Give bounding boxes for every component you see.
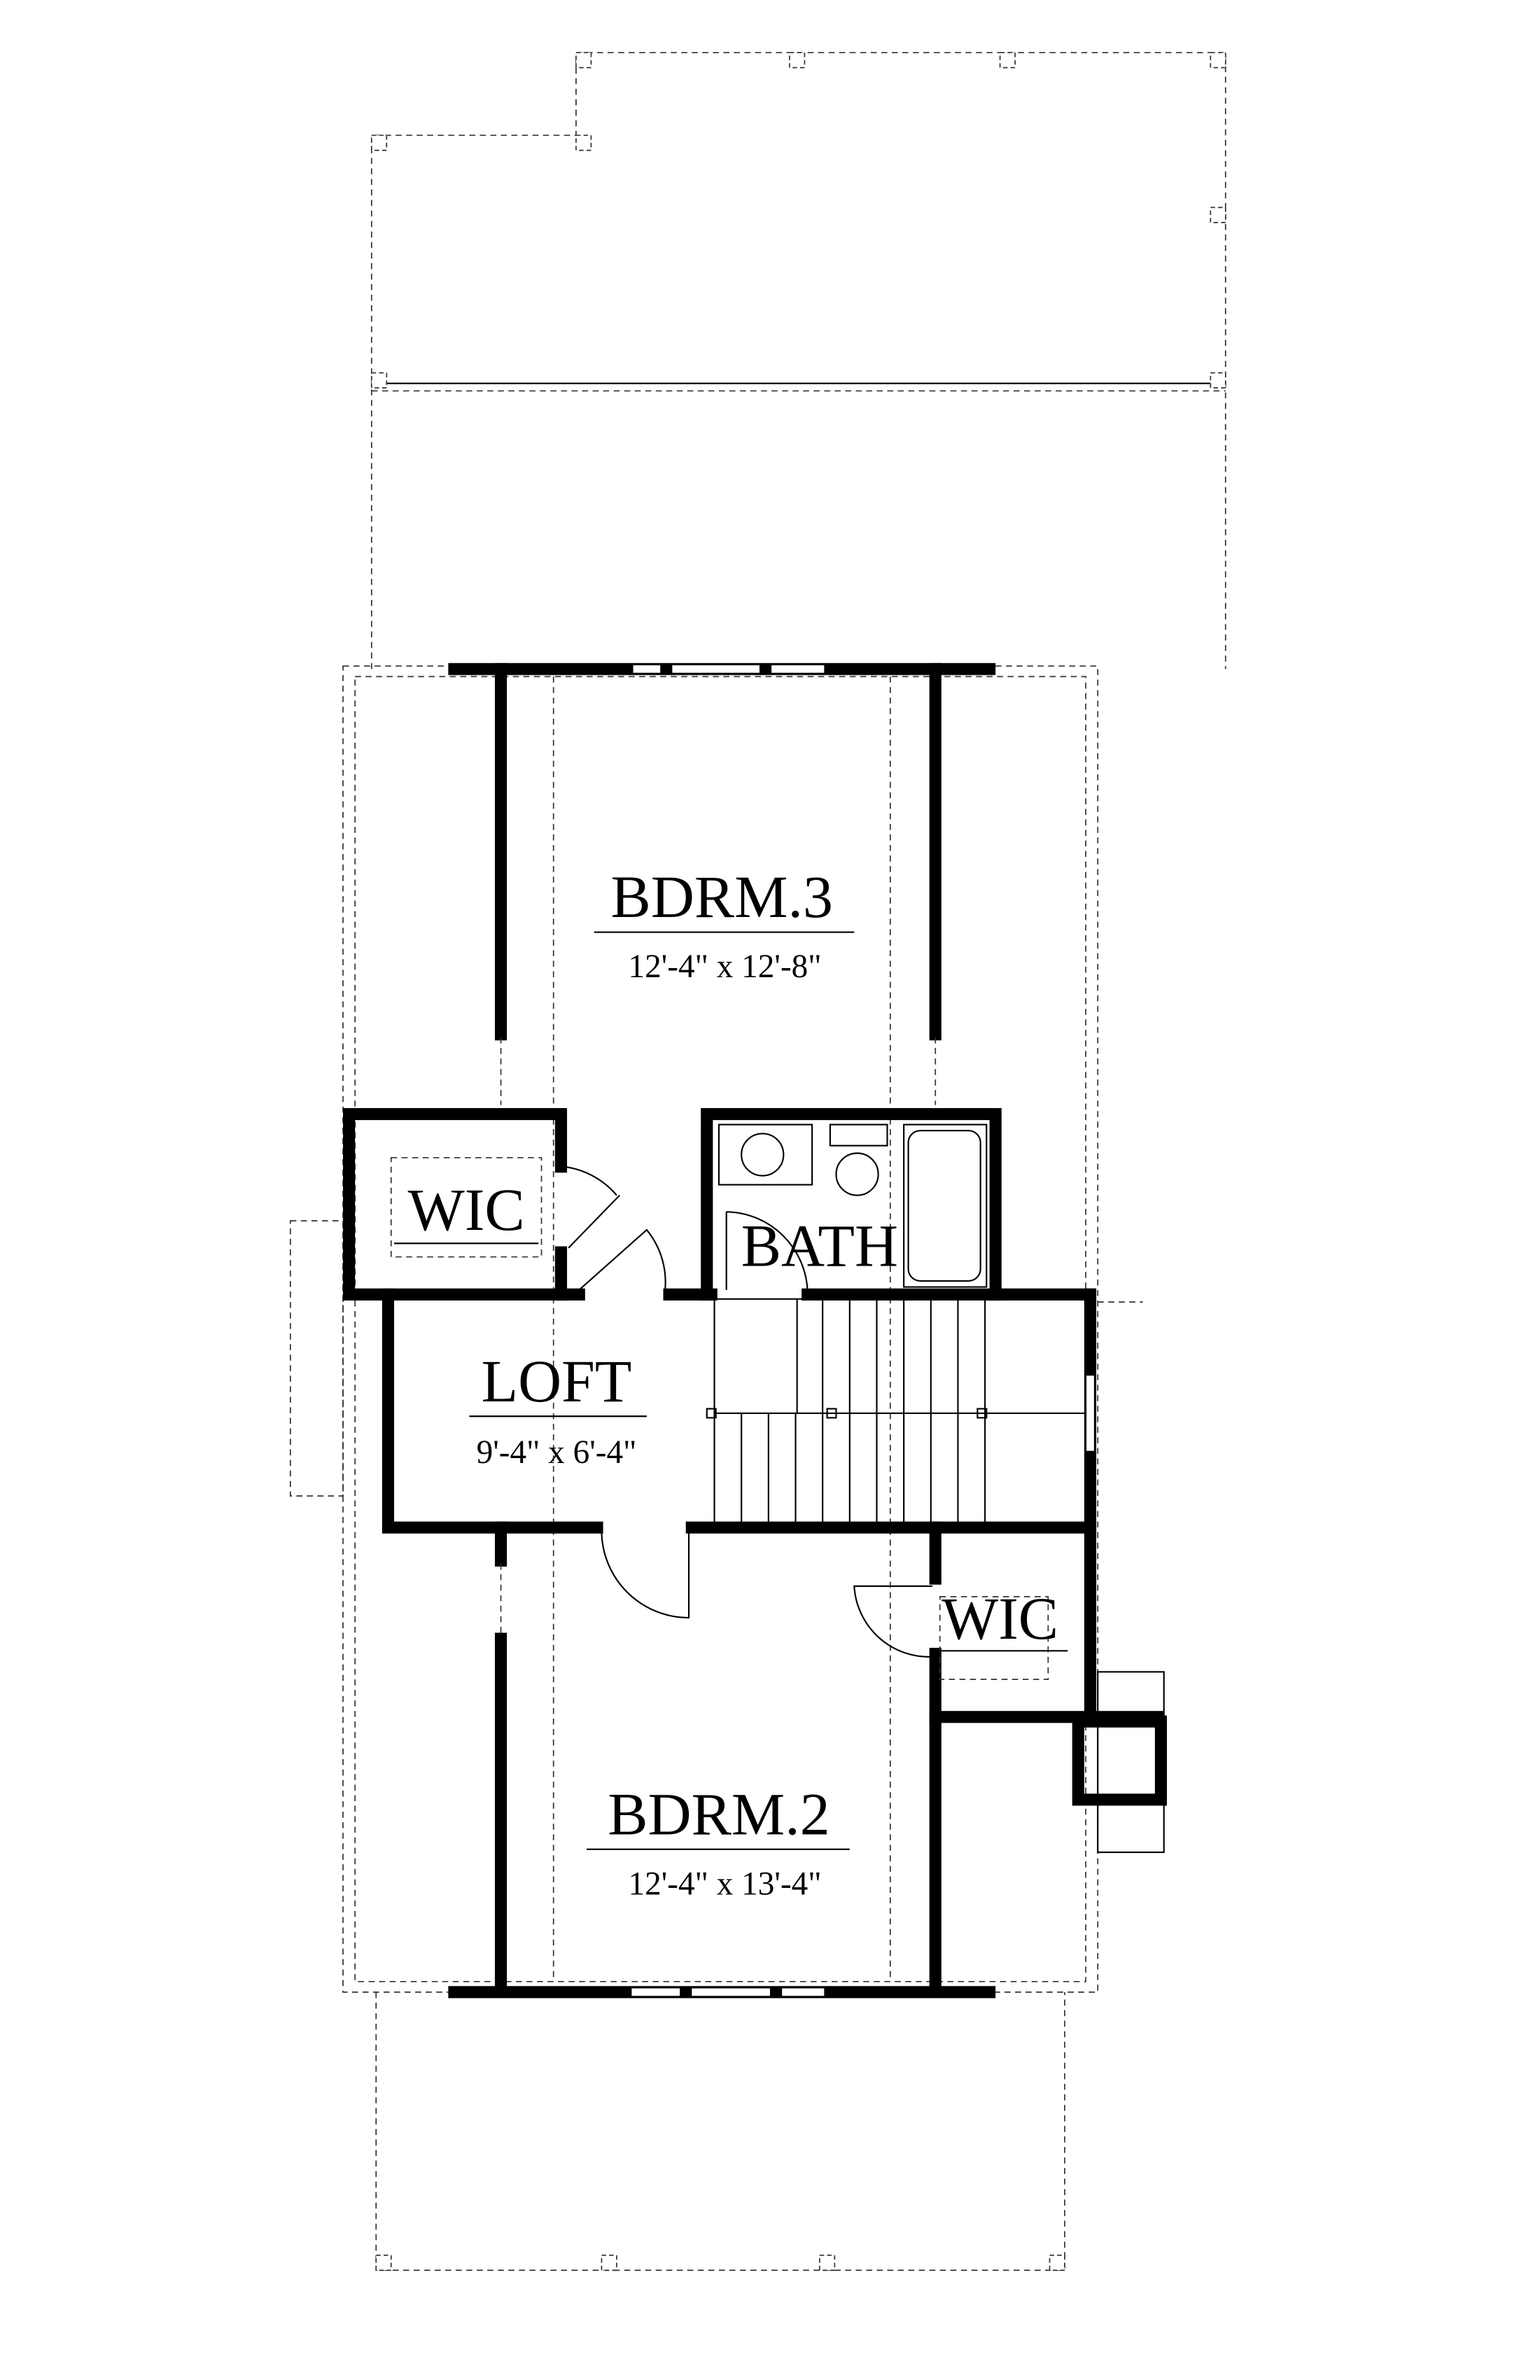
stairs xyxy=(706,1298,1086,1529)
room-label-bdrm2: BDRM.2 xyxy=(608,1780,830,1847)
room-size-loft: 9'-4" x 6'-4" xyxy=(477,1434,637,1471)
bottom-porch xyxy=(375,1991,1065,2272)
top-porch xyxy=(370,52,1226,669)
room-label-bdrm3: BDRM.3 xyxy=(611,863,833,930)
room-label-wic-1: WIC xyxy=(408,1176,525,1243)
room-label-bath: BATH xyxy=(741,1212,898,1279)
room-size-bdrm3: 12'-4" x 12'-8" xyxy=(629,948,822,985)
room-size-bdrm2: 12'-4" x 13'-4" xyxy=(629,1865,822,1902)
room-label-wic-2: WIC xyxy=(941,1585,1058,1652)
walls xyxy=(343,663,1168,1998)
doors xyxy=(390,1156,1049,1680)
room-label-loft: LOFT xyxy=(482,1348,632,1415)
bath-fixtures xyxy=(718,1124,988,1288)
